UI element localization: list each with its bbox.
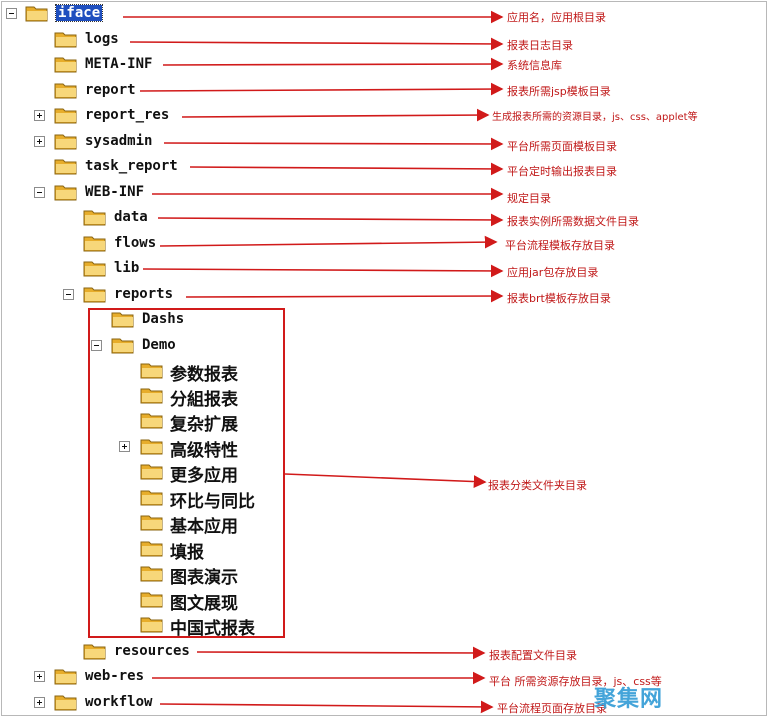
folder-icon	[54, 83, 77, 99]
arrow-flows	[159, 235, 498, 249]
expand-toggle-report-res[interactable]	[34, 110, 45, 121]
arrow-workflow	[159, 700, 494, 714]
folder-icon	[54, 108, 77, 124]
annotation-reports: 报表brt模板存放目录	[507, 292, 611, 305]
tree-label[interactable]: 中国式报表	[170, 619, 255, 639]
tree-label[interactable]: 基本应用	[170, 517, 238, 537]
arrow-report-res	[181, 108, 490, 122]
folder-icon	[54, 159, 77, 175]
annotation-flows: 平台流程模板存放目录	[505, 239, 615, 252]
folder-icon	[140, 515, 163, 531]
tree-label[interactable]: workflow	[85, 694, 153, 710]
folder-icon	[25, 6, 48, 22]
folder-icon	[111, 338, 134, 354]
tree-label[interactable]: 复杂扩展	[170, 415, 238, 435]
tree-label[interactable]: logs	[85, 31, 119, 47]
folder-icon	[140, 617, 163, 633]
tree-label[interactable]: 图表演示	[170, 568, 238, 588]
folder-icon	[83, 644, 106, 660]
annotation-data: 报表实例所需数据文件目录	[507, 215, 639, 228]
collapse-toggle-demo[interactable]	[91, 340, 102, 351]
arrow-meta-inf	[162, 57, 504, 71]
annotation-report-res: 生成报表所需的资源目录，js、css、applet等	[492, 112, 698, 123]
annotation-sysadmin: 平台所需页面模板目录	[507, 140, 617, 153]
tree-label[interactable]: lib	[114, 260, 140, 276]
arrow-logs	[129, 37, 504, 51]
tree-label[interactable]: web-res	[85, 668, 145, 684]
tree-label[interactable]: WEB-INF	[85, 184, 145, 200]
folder-icon	[54, 185, 77, 201]
folder-icon	[140, 464, 163, 480]
annotation-task-report: 平台定时输出报表目录	[507, 165, 617, 178]
collapse-toggle-reports[interactable]	[63, 289, 74, 300]
tree-label[interactable]: sysadmin	[85, 133, 153, 149]
arrow-reports	[185, 289, 504, 303]
tree-label[interactable]: report_res	[85, 107, 170, 123]
tree-label[interactable]: 图文展现	[170, 594, 238, 614]
folder-icon	[54, 57, 77, 73]
folder-icon	[54, 695, 77, 711]
tree-label[interactable]: 分組报表	[170, 390, 238, 410]
watermark-logo: 聚集网	[594, 687, 664, 712]
tree-label[interactable]: 环比与同比	[170, 492, 255, 512]
folder-icon	[140, 363, 163, 379]
folder-icon	[54, 669, 77, 685]
folder-icon	[54, 134, 77, 150]
tree-label[interactable]: 高级特性	[170, 441, 238, 461]
tree-label[interactable]: iface	[54, 4, 104, 22]
tree-label[interactable]: resources	[114, 643, 190, 659]
annotation-logs: 报表日志目录	[507, 39, 573, 52]
tree-label[interactable]: 填报	[170, 543, 204, 563]
folder-icon	[83, 261, 106, 277]
folder-icon	[140, 413, 163, 429]
annotation-resources: 报表配置文件目录	[489, 649, 577, 662]
arrow-sysadmin	[163, 137, 504, 151]
folder-icon	[140, 592, 163, 608]
folder-icon	[83, 236, 106, 252]
folder-icon	[83, 210, 106, 226]
annotation-report: 报表所需jsp模板目录	[507, 85, 611, 98]
expand-toggle-web-res[interactable]	[34, 671, 45, 682]
annotation-category-box: 报表分类文件夹目录	[488, 479, 587, 492]
annotation-iface: 应用名，应用根目录	[507, 11, 606, 24]
annotation-lib: 应用jar包存放目录	[507, 266, 599, 279]
expand-toggle-workflow[interactable]	[34, 697, 45, 708]
tree-label[interactable]: report	[85, 82, 136, 98]
arrow-report	[139, 82, 504, 96]
tree-label[interactable]: 更多应用	[170, 466, 238, 486]
tree-label[interactable]: Dashs	[142, 311, 185, 327]
folder-icon	[140, 541, 163, 557]
tree-label[interactable]: Demo	[142, 337, 176, 353]
arrow-task-report	[189, 162, 504, 176]
tree-label[interactable]: META-INF	[85, 56, 153, 72]
annotation-web-inf: 规定目录	[507, 192, 551, 205]
expand-toggle-sysadmin[interactable]	[34, 136, 45, 147]
expand-toggle-advanced-features[interactable]	[119, 441, 130, 452]
arrow-category-box	[284, 473, 487, 488]
folder-icon	[111, 312, 134, 328]
folder-icon	[140, 566, 163, 582]
collapse-toggle-iface[interactable]	[6, 8, 17, 19]
tree-label[interactable]: 参数报表	[170, 365, 238, 385]
arrow-data	[157, 213, 504, 227]
annotation-web-res: 平台 所需资源存放目录，js、css等	[489, 675, 662, 688]
annotation-workflow: 平台流程页面存放目录	[497, 702, 607, 715]
collapse-toggle-web-inf[interactable]	[34, 187, 45, 198]
tree-label[interactable]: task_report	[85, 158, 178, 174]
arrow-resources	[196, 646, 486, 660]
tree-label[interactable]: data	[114, 209, 148, 225]
folder-icon	[140, 388, 163, 404]
arrow-lib	[142, 264, 504, 278]
folder-icon	[54, 32, 77, 48]
tree-label[interactable]: reports	[114, 286, 174, 302]
folder-icon	[140, 439, 163, 455]
folder-icon	[83, 287, 106, 303]
report-category-group-box	[88, 308, 285, 638]
annotation-meta-inf: 系统信息库	[507, 59, 562, 72]
tree-label[interactable]: flows	[114, 235, 157, 251]
folder-icon	[140, 490, 163, 506]
